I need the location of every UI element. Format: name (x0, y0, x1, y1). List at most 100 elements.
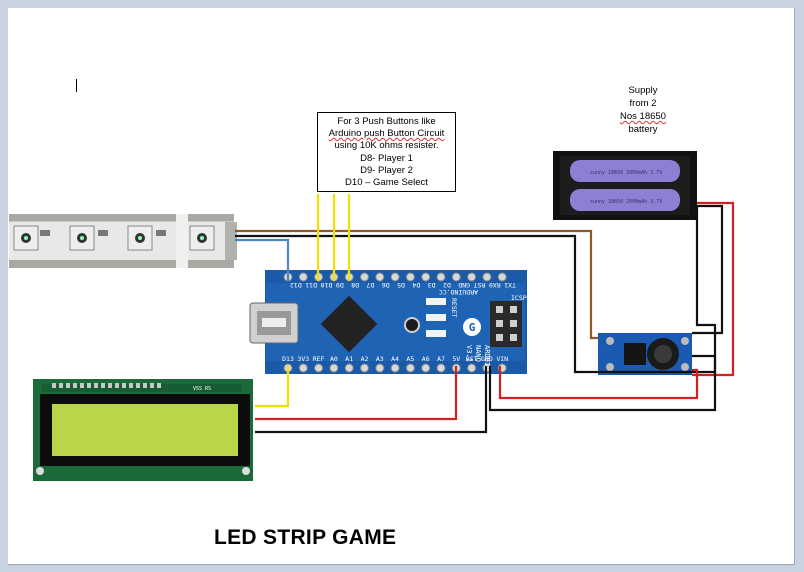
top-pin-pad (375, 272, 385, 282)
top-pin-label: D10 (321, 281, 333, 289)
top-pin-label: D12 (290, 281, 302, 289)
top-pin-pad (405, 272, 415, 282)
board-model-text: NANO (474, 345, 482, 362)
bottom-pin-label: RST (466, 355, 478, 363)
bottom-pin-pad (344, 363, 354, 373)
arduino-logo (463, 318, 481, 336)
reset-label: RESET (450, 298, 458, 318)
battery-positive-wire (692, 201, 735, 377)
wires (235, 194, 735, 434)
bottom-pin-label: A5 (406, 355, 414, 363)
note-line: D10 – Game Select (345, 177, 428, 189)
bottom-pin-label: A1 (345, 355, 353, 363)
lcd-pin (73, 383, 77, 388)
battery-cell-2 (570, 189, 680, 211)
push-button-note: For 3 Push Buttons like Arduino push But… (317, 112, 456, 192)
bottom-pin-label: REF (313, 355, 325, 363)
lcd-power-wire (255, 366, 458, 421)
lcd-data-wire (255, 366, 290, 408)
bottom-pin-label: A7 (437, 355, 445, 363)
text-cursor (76, 79, 77, 92)
lcd-pin-label: VSS RS (193, 386, 211, 392)
note-line: using 10K ohms resister. (334, 140, 439, 152)
top-pin-label: D7 (366, 281, 374, 289)
converter-vin-wire (498, 366, 699, 400)
bottom-pin-pad (467, 363, 477, 373)
bottom-pin-pad (329, 363, 339, 373)
lcd-pin (87, 383, 91, 388)
bottom-pin-label: 5V (452, 355, 460, 363)
top-pin-pad (436, 272, 446, 282)
supply-line: from 2 (629, 98, 657, 109)
top-pin-label: D8 (351, 281, 359, 289)
lcd-pin (108, 383, 112, 388)
lcd-pin-header (52, 383, 161, 388)
bottom-pin-label: GND (481, 355, 493, 363)
top-pin-pad (390, 272, 400, 282)
supply-label: Supply from 2 Nos 18650 battery (605, 84, 681, 136)
bottom-pin-pad (375, 363, 385, 373)
lcd-pin (143, 383, 147, 388)
top-pin-label: D6 (382, 281, 390, 289)
bottom-pin-pad (436, 363, 446, 373)
bottom-pin-pad (405, 363, 415, 373)
bottom-pin-pad (360, 363, 369, 373)
bottom-pin-pad (390, 363, 400, 373)
converter-ground-wire (488, 354, 717, 412)
led-chip-2 (69, 225, 95, 251)
led-chip-4 (189, 225, 215, 251)
diagram-title: LED STRIP GAME (214, 526, 397, 549)
lcd-pin (150, 383, 154, 388)
supply-line: Supply (628, 85, 658, 96)
top-pin-label: D2 (443, 281, 451, 289)
led-ground-wire (235, 204, 724, 374)
buck-converter (598, 333, 692, 375)
lcd-pin (129, 383, 133, 388)
top-pin-label: RX0 (489, 281, 501, 289)
supply-line: Nos 18650 (620, 111, 666, 122)
top-pin-label: TX1 (504, 281, 516, 289)
top-pin-pad (451, 272, 461, 282)
bottom-pin-pad (298, 363, 308, 373)
top-pin-pad (467, 272, 477, 282)
note-line: D9- Player 2 (360, 164, 413, 176)
bottom-pin-label: A4 (391, 355, 399, 363)
lcd-pin (122, 383, 126, 388)
lcd-pin (52, 383, 56, 388)
led-power-wire (235, 229, 598, 340)
led-strip (9, 214, 237, 268)
bottom-pin-row (283, 363, 507, 373)
lcd-pin (59, 383, 63, 388)
battery-cell-1 (570, 160, 680, 182)
board-version-text: V3.1 (465, 345, 473, 362)
top-pin-pad (482, 272, 492, 282)
lcd-ground-wire (255, 366, 488, 434)
lcd-pin (66, 383, 70, 388)
lcd-module: VSS RS (33, 379, 253, 481)
top-pin-pad (360, 272, 369, 282)
board-name-text: ARDUINO (483, 345, 491, 375)
note-line: D8- Player 1 (360, 152, 413, 164)
battery-cell-1-label: sunny 18650 2000mAh 3.7V (590, 170, 662, 176)
svg-text:G: G (469, 321, 476, 334)
top-pin-label: D11 (305, 281, 317, 289)
led-chip-1 (13, 225, 39, 251)
top-pin-pad (421, 272, 431, 282)
top-pin-pad (298, 272, 308, 282)
reset-button (404, 317, 420, 333)
lcd-screen (52, 404, 238, 456)
lcd-pin (157, 383, 161, 388)
supply-line: battery (628, 124, 658, 135)
top-pin-label: D5 (397, 281, 405, 289)
top-pin-label: D3 (428, 281, 436, 289)
lcd-pin (136, 383, 140, 388)
bottom-pin-label: A6 (422, 355, 430, 363)
bottom-pin-label: A2 (361, 355, 369, 363)
top-pin-label: RST (474, 281, 486, 289)
icsp-header (490, 301, 522, 347)
bottom-pin-label: A3 (376, 355, 384, 363)
